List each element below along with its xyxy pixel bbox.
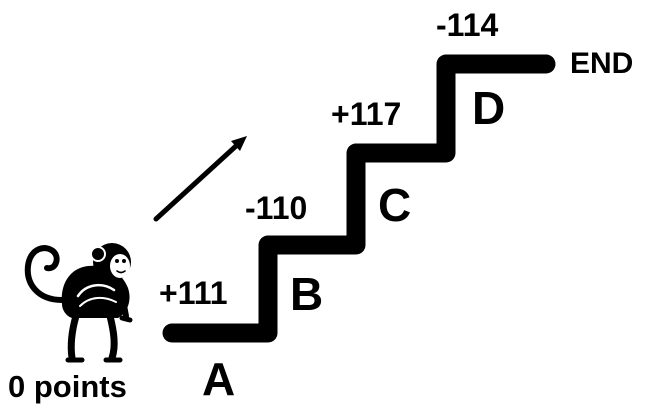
step-b-letter: B (290, 268, 323, 320)
step-b-value: -110 (245, 190, 307, 226)
step-a-value: +111 (159, 275, 228, 311)
step-d-value: -114 (436, 7, 498, 43)
step-a-letter: A (202, 353, 235, 405)
monkey-icon (24, 243, 133, 363)
step-d-letter: D (472, 82, 505, 134)
step-c-value: +117 (331, 96, 401, 132)
start-points-label: 0 points (8, 369, 127, 404)
staircase-path (162, 54, 556, 343)
step-c-letter: C (378, 179, 411, 231)
arrow-up-right-icon (153, 136, 247, 222)
end-label: END (570, 47, 633, 80)
